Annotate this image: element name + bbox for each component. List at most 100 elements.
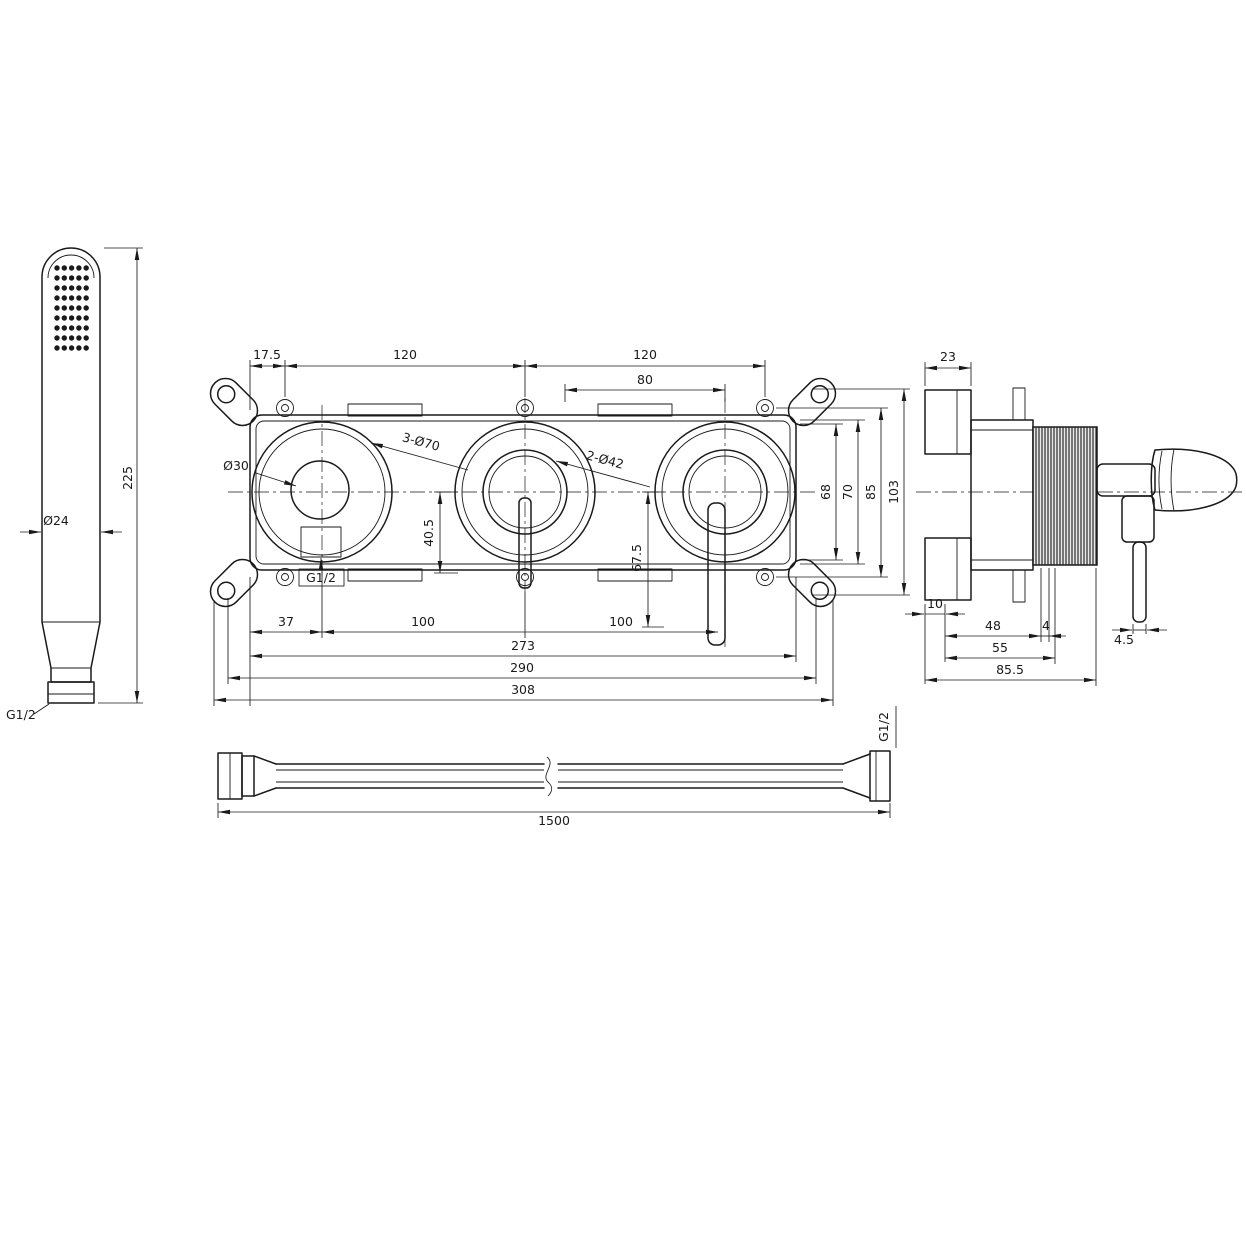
dim-85-5-label: 85.5	[996, 662, 1024, 677]
spray-dot	[61, 345, 67, 351]
hose-tube	[275, 756, 844, 797]
spray-dot	[83, 265, 89, 271]
lever-base	[1121, 495, 1155, 543]
valve-body-side	[970, 387, 1098, 603]
spray-dot	[61, 315, 67, 321]
cartridge-knurl	[1032, 426, 1098, 566]
dim-d24-label: Ø24	[43, 513, 69, 528]
spray-dot	[68, 275, 75, 281]
spray-dot	[54, 335, 60, 341]
dim-10-label: 10	[927, 596, 943, 611]
dim-1500-label: 1500	[538, 813, 570, 828]
spray-dot	[54, 345, 60, 351]
dim-hose-length: 1500	[217, 803, 891, 828]
dim-37-label: 37	[278, 614, 294, 629]
handle-stem	[1096, 463, 1156, 497]
hose-view: 1500 G1/2	[217, 706, 897, 828]
dims-bottom: 37 100 100 273 290 308	[213, 560, 834, 706]
spray-face-dots	[54, 265, 89, 351]
spray-dot	[68, 295, 75, 301]
dim-225-label: 225	[120, 466, 135, 490]
spray-dot	[83, 305, 89, 311]
spray-dot	[61, 265, 67, 271]
spray-dot	[83, 275, 89, 281]
valve-body	[249, 399, 797, 586]
dim-67-5: 67.5	[629, 491, 664, 628]
dim-48-label: 48	[985, 618, 1001, 633]
spray-dot	[83, 345, 89, 351]
dim-120-right-label: 120	[633, 347, 657, 362]
handle-grip	[1150, 448, 1238, 512]
label-outlet-thread: G1/2	[298, 558, 345, 587]
spray-dot	[68, 315, 75, 321]
spray-dot	[68, 345, 75, 351]
bracket-bottom-left	[347, 568, 423, 582]
dim-17-5-label: 17.5	[253, 347, 281, 362]
label-hose-thread: G1/2	[876, 706, 897, 748]
dim-40-5-label: 40.5	[421, 519, 436, 547]
dim-120-left-label: 120	[393, 347, 417, 362]
bracket-top-left	[347, 403, 423, 417]
dim-70-label: 70	[840, 484, 855, 500]
spray-dot	[54, 325, 60, 331]
spray-dot	[68, 285, 75, 291]
spray-dot	[68, 305, 75, 311]
dim-40-5: 40.5	[421, 491, 458, 574]
dims-side: 23 10 48 4 55 85.5 4.5	[905, 349, 1167, 686]
bracket-bottom-right	[597, 568, 673, 582]
spray-dot	[83, 295, 89, 301]
dim-80-label: 80	[637, 372, 653, 387]
spray-dot	[68, 265, 75, 271]
label-handshower-thread: G1/2	[6, 703, 50, 722]
spray-dot	[76, 305, 82, 311]
dim-23-label: 23	[940, 349, 956, 364]
label-g12-handshower: G1/2	[6, 707, 36, 722]
spray-dot	[61, 335, 67, 341]
spray-dot	[76, 275, 82, 281]
spray-dot	[54, 305, 60, 311]
hose-left-fitting	[217, 752, 277, 800]
handshower-body	[41, 247, 101, 704]
spray-dot	[83, 335, 89, 341]
dim-3d70-label: 3-Ø70	[401, 429, 442, 453]
dim-103-label: 103	[886, 480, 901, 504]
mounting-lug-bottom-right	[787, 558, 837, 608]
spray-dot	[76, 325, 82, 331]
spray-dot	[54, 295, 60, 301]
lever-rod	[1132, 541, 1147, 623]
spray-dot	[61, 285, 67, 291]
dim-4-5-label: 4.5	[1114, 632, 1134, 647]
handshower-connector	[47, 681, 95, 704]
spray-dot	[68, 325, 75, 331]
dim-handshower-length: 225	[98, 247, 143, 704]
wall-brackets	[924, 389, 972, 601]
right-lever	[707, 502, 726, 646]
dim-308-label: 308	[511, 682, 535, 697]
spray-dot	[61, 295, 67, 301]
spray-dot	[61, 305, 67, 311]
spray-dot	[76, 335, 82, 341]
spray-dot	[54, 275, 60, 281]
dim-handshower-diameter: Ø24	[20, 513, 122, 535]
dim-55-label: 55	[992, 640, 1008, 655]
spray-dot	[76, 315, 82, 321]
dims-top: 17.5 120 120 80	[249, 347, 766, 410]
spray-dot	[76, 345, 82, 351]
mounting-lug-bottom-left	[209, 558, 259, 608]
dim-290-label: 290	[510, 660, 534, 675]
leader-holes-42: 2-Ø42	[555, 447, 651, 488]
spray-dot	[83, 315, 89, 321]
spray-dot	[83, 325, 89, 331]
dim-d30-label: Ø30	[223, 458, 249, 473]
spray-dot	[61, 325, 67, 331]
spray-dot	[76, 285, 82, 291]
outlet-port	[300, 526, 342, 558]
spray-dot	[83, 285, 89, 291]
break-symbol	[545, 756, 553, 797]
spray-dot	[68, 335, 75, 341]
hose-right-fitting	[842, 750, 891, 802]
dim-273-label: 273	[511, 638, 535, 653]
label-g12-hose: G1/2	[876, 712, 891, 742]
